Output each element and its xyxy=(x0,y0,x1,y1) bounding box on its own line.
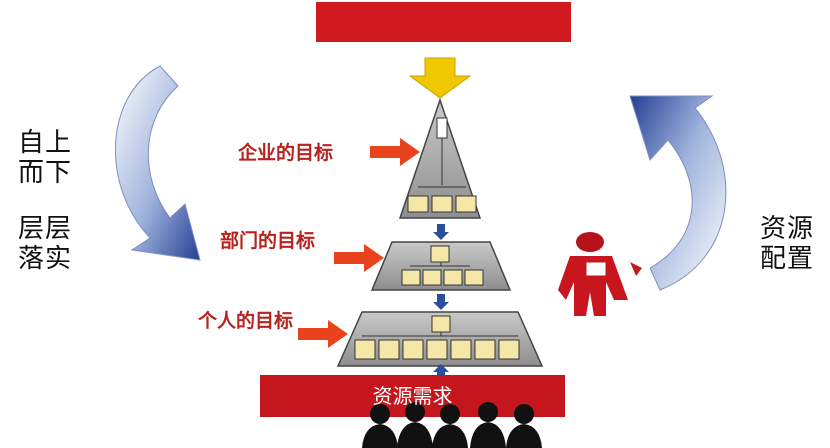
top-down-arrow-icon xyxy=(408,57,472,99)
top-banner xyxy=(316,2,571,42)
pyramid-middle-tier xyxy=(370,241,512,291)
audience-silhouette-icon xyxy=(362,402,542,448)
top-down-text-1: 自上 xyxy=(18,128,73,158)
resource-demand-label: 资源需求 xyxy=(372,384,453,408)
individual-goal-label: 个人的目标 xyxy=(198,310,294,332)
department-goal-label: 部门的目标 xyxy=(220,230,316,252)
resource-allocation-text-2: 配置 xyxy=(760,244,815,274)
down-arrow-icon xyxy=(433,294,449,310)
arrow-to-individual-icon xyxy=(298,320,348,348)
pyramid-bottom-tier xyxy=(336,311,544,367)
company-goal-label: 企业的目标 xyxy=(238,142,334,164)
resource-allocation-text-1: 资源 xyxy=(760,214,815,244)
arrow-to-company-icon xyxy=(370,138,420,166)
layer-implement-text-1: 层层 xyxy=(18,214,73,244)
layer-implement-text-2: 落实 xyxy=(18,244,73,274)
up-arrow-icon xyxy=(433,364,449,376)
presenter-figure-icon xyxy=(558,232,642,316)
pyramid-top-tier xyxy=(398,97,482,219)
down-arrow-icon xyxy=(433,224,449,240)
curved-up-arrow-icon xyxy=(629,95,727,291)
arrow-to-department-icon xyxy=(334,244,384,272)
curved-down-arrow-icon xyxy=(115,65,201,261)
top-down-text-2: 而下 xyxy=(18,158,73,188)
